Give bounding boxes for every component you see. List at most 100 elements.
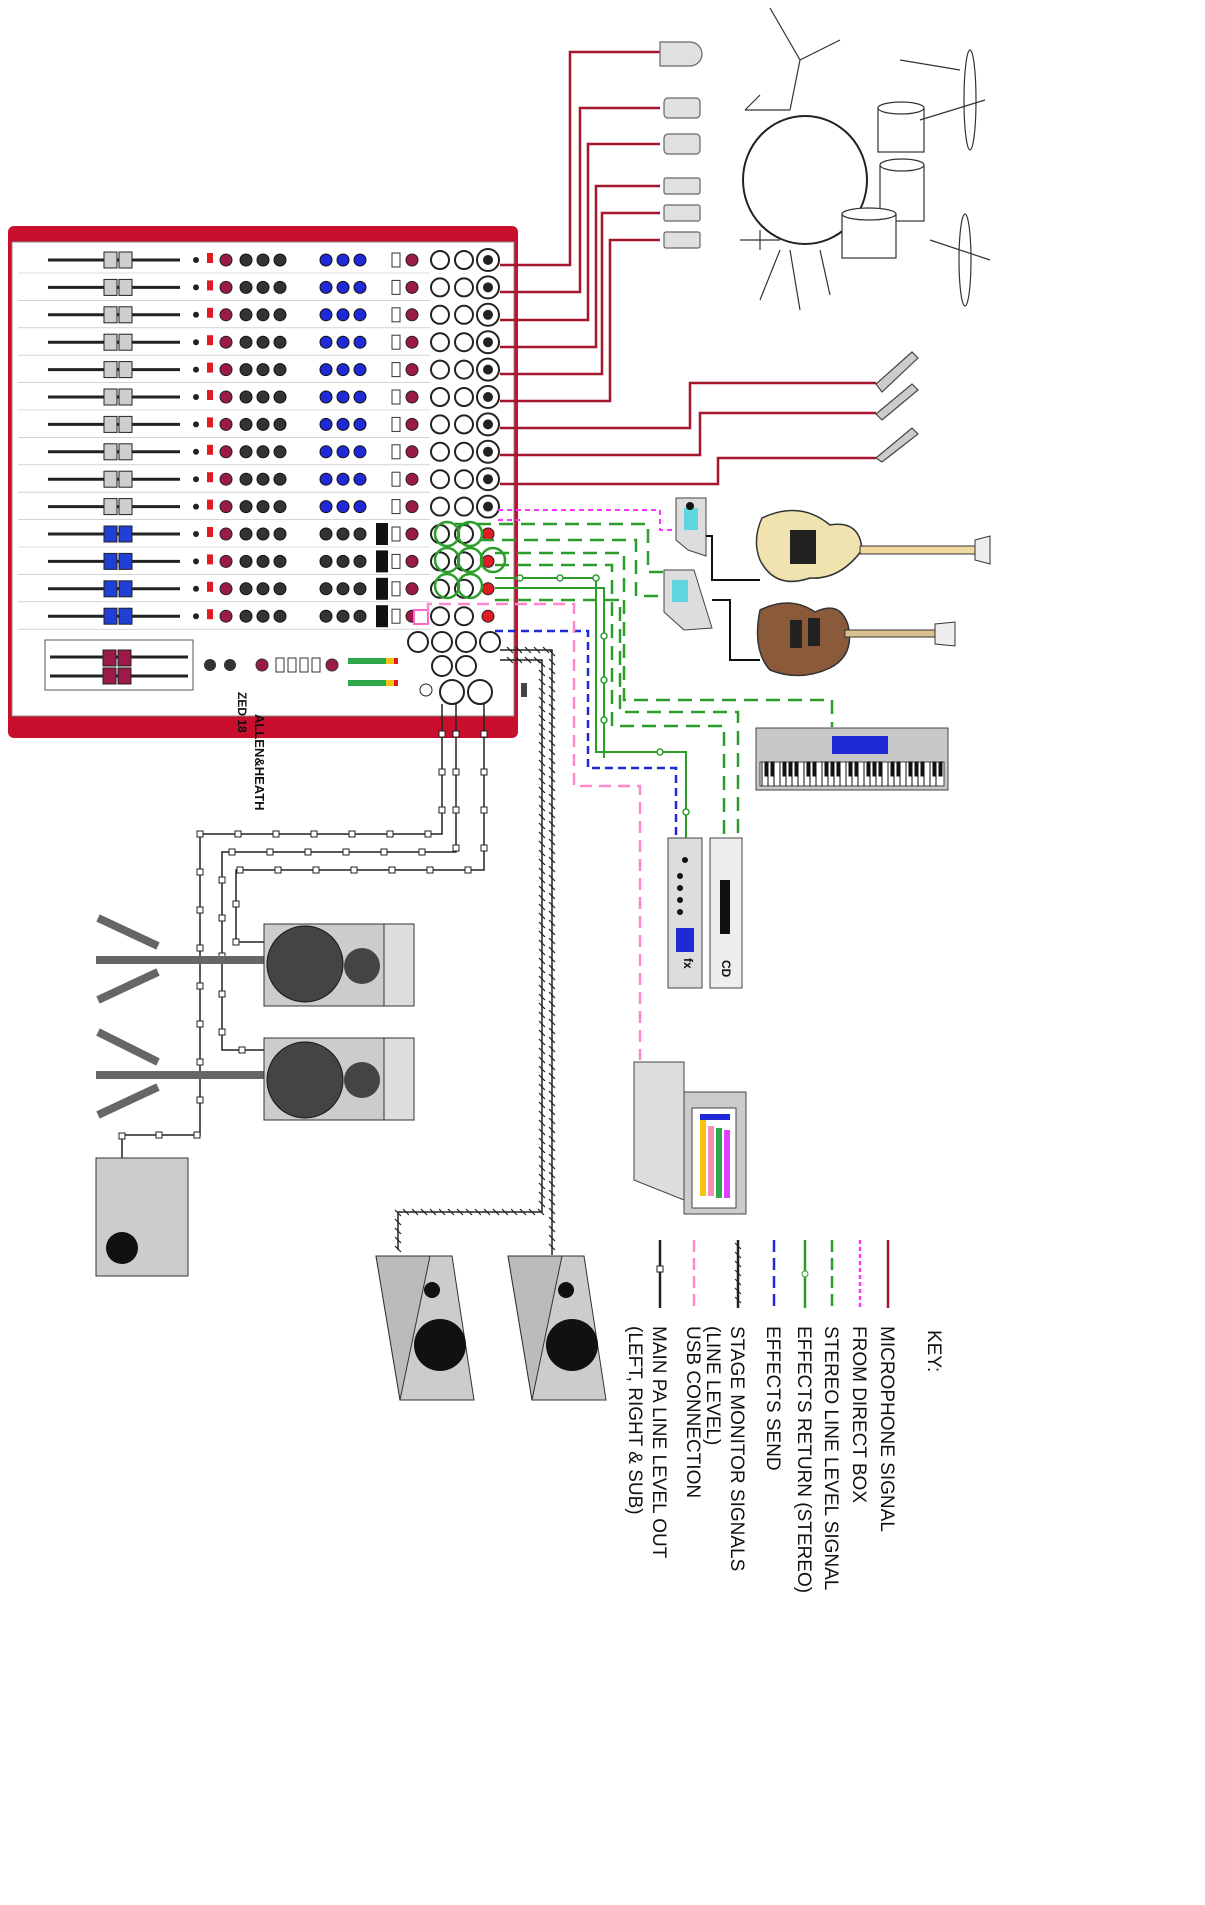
cd-unit: CD	[709, 837, 743, 989]
vocal-mic-2	[875, 383, 919, 421]
channel-fader	[103, 580, 118, 598]
gain-knob	[219, 417, 233, 431]
channel-fader	[103, 552, 118, 570]
gain-knob	[219, 500, 233, 514]
pa-speaker-right	[96, 1028, 415, 1121]
monitor-wedge-2	[507, 1255, 607, 1401]
main-out-left	[439, 679, 465, 705]
gain-knob	[219, 280, 233, 294]
line-input	[430, 332, 450, 353]
legend-label: USB CONNECTION	[682, 1326, 703, 1498]
gain-knob	[219, 527, 233, 541]
legend-label: EFFECTS SEND	[762, 1326, 783, 1471]
gain-knob	[219, 582, 233, 596]
legend-label: FROM DIRECT BOX	[848, 1326, 869, 1503]
subwoofer	[95, 1157, 189, 1277]
drum-kit	[740, 7, 991, 311]
line-input	[430, 496, 450, 517]
channel-fader	[103, 525, 118, 543]
usb-port	[413, 609, 429, 625]
channel-fader	[103, 306, 118, 324]
master-section: ALLEN&HEATH ZED 18	[44, 639, 398, 811]
monitor-wedge-1	[375, 1255, 475, 1401]
line-input	[430, 387, 450, 407]
line-input	[430, 469, 450, 490]
tom-mic-2	[663, 133, 701, 155]
channel-fader	[103, 415, 118, 433]
drum-mics	[659, 41, 703, 249]
gain-knob	[219, 390, 233, 404]
tom-mic-1	[663, 97, 701, 119]
monitor-cable-ticks	[394, 646, 556, 1253]
gain-knob	[219, 335, 233, 349]
master-fader-left	[102, 649, 117, 667]
mic-cables	[500, 50, 876, 486]
pa-speaker-left	[96, 914, 415, 1007]
cd-label: CD	[719, 960, 733, 978]
channel-fader	[103, 470, 118, 488]
gain-knob	[219, 609, 233, 623]
kick-mic	[663, 231, 701, 249]
legend-label: STEREO LINE LEVEL SIGNAL	[820, 1326, 841, 1590]
cymbal-bottom	[958, 213, 972, 307]
legend-label: MICROPHONE SIGNAL	[876, 1326, 897, 1532]
bass-drum	[742, 115, 868, 245]
channel-fader	[103, 388, 118, 406]
laptop	[633, 1061, 747, 1215]
stereo-line-cables	[455, 522, 834, 838]
channel-fader	[103, 443, 118, 461]
line-input	[430, 277, 450, 298]
channel-fader	[103, 498, 118, 516]
model-label: ZED 18	[235, 692, 249, 733]
gain-knob	[219, 554, 233, 568]
gain-knob	[219, 363, 233, 377]
main-pa-cable-markers	[118, 730, 488, 1140]
vocal-mics	[874, 351, 919, 463]
channel-fader	[103, 278, 118, 296]
channel-fader	[103, 251, 118, 269]
fx-unit: fx	[667, 837, 703, 989]
line-input	[430, 304, 450, 325]
legend-label: STAGE MONITOR SIGNALS	[726, 1326, 747, 1571]
brand-label: ALLEN&HEATH	[252, 714, 267, 811]
gain-knob	[219, 253, 233, 267]
gain-knob	[219, 472, 233, 486]
monitor-cables	[397, 649, 553, 1255]
legend-label: MAIN PA LINE LEVEL OUT	[648, 1326, 669, 1559]
line-input	[430, 250, 450, 270]
usb-cable	[426, 602, 642, 1060]
direct-box-cables	[498, 509, 676, 531]
legend-title: KEY:	[923, 1330, 944, 1372]
stereo-line-circles	[433, 520, 507, 600]
output-sockets	[407, 609, 527, 705]
bass-guitar	[755, 509, 991, 583]
meter-left	[348, 658, 386, 664]
legend: KEY: MICROPHONE SIGNAL FROM DIRECT BOX STER…	[624, 1240, 944, 1593]
cymbal-top	[963, 49, 977, 151]
mixer: ALLEN&HEATH ZED 18	[8, 226, 527, 811]
line-input	[430, 524, 450, 544]
channel-fader	[103, 361, 118, 379]
direct-boxes	[663, 497, 760, 661]
fx-label: fx	[681, 958, 695, 969]
line-input	[430, 414, 450, 435]
snare-mic	[663, 177, 701, 195]
main-out-right	[467, 679, 493, 705]
line-input	[430, 606, 450, 627]
channel-fader	[103, 607, 118, 625]
hihat-mic	[663, 204, 701, 222]
gain-knob	[219, 445, 233, 459]
effects-send-cable	[495, 629, 678, 838]
legend-label: (LINE LEVEL)	[702, 1326, 723, 1445]
channel-fader	[103, 333, 118, 351]
vocal-mic-3	[874, 427, 919, 463]
keyboard	[755, 727, 949, 791]
legend-label: (LEFT, RIGHT & SUB)	[624, 1326, 645, 1515]
channel-strips	[18, 248, 500, 630]
effects-return-cables	[495, 577, 687, 838]
overhead-mic	[659, 41, 703, 67]
master-fader-right	[117, 649, 132, 667]
gain-knob	[219, 308, 233, 322]
electric-guitar	[756, 602, 956, 677]
